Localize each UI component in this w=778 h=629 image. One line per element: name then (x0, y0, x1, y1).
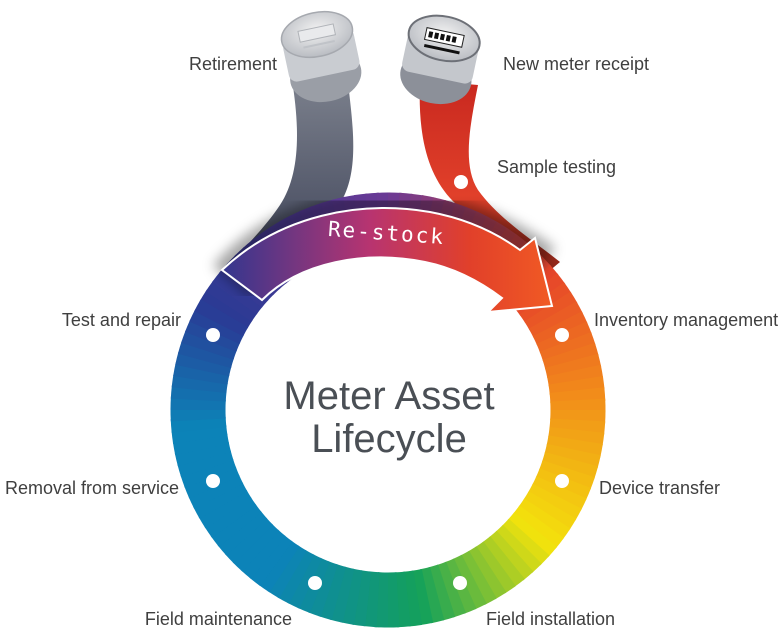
new-meter-icon (400, 14, 481, 105)
receipt-band (419, 80, 560, 272)
node-field-maintenance (308, 576, 322, 590)
ring-nodes (206, 175, 569, 590)
node-inventory-management (555, 328, 569, 342)
restock-arrow (220, 207, 554, 314)
ring-segment (194, 299, 249, 337)
label-test-and-repair: Test and repair (62, 310, 181, 330)
label-retirement: Retirement (189, 54, 277, 74)
label-device-transfer: Device transfer (599, 478, 720, 498)
node-device-transfer (555, 474, 569, 488)
retired-meter-icon (280, 10, 362, 103)
label-field-installation: Field installation (486, 609, 615, 629)
label-new-meter-receipt: New meter receipt (503, 54, 649, 74)
title-line-1: Meter Asset (283, 374, 494, 418)
label-field-maintenance: Field maintenance (145, 609, 292, 629)
node-removal-from-service (206, 474, 220, 488)
label-sample-testing: Sample testing (497, 157, 616, 177)
label-removal-from-service: Removal from service (5, 478, 179, 498)
label-inventory-management: Inventory management (594, 310, 778, 330)
title-line-2: Lifecycle (311, 417, 467, 461)
retirement-band (218, 80, 354, 282)
node-sample-testing (454, 175, 468, 189)
node-test-and-repair (206, 328, 220, 342)
node-field-installation (453, 576, 467, 590)
